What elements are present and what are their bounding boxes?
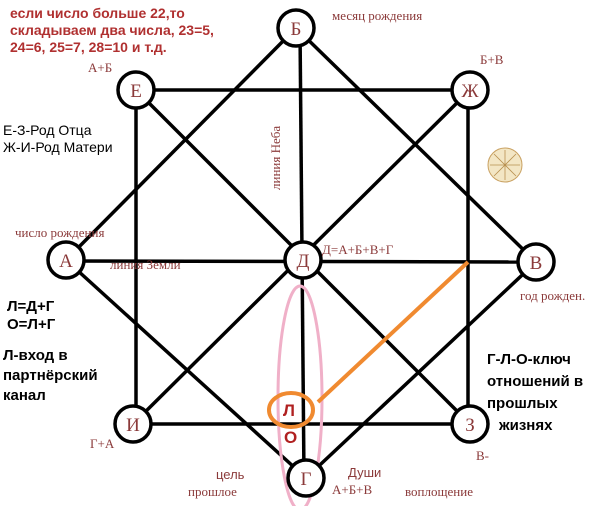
formulas: Л=Д+Г О=Л+Г bbox=[7, 298, 55, 334]
node-i: И bbox=[113, 404, 153, 444]
node-circle bbox=[276, 8, 316, 48]
node-circle bbox=[286, 458, 326, 498]
node-circle bbox=[113, 404, 153, 444]
label-embodiment: воплощение bbox=[405, 484, 473, 499]
node-circle bbox=[283, 240, 323, 280]
note-line: 24=6, 25=7, 28=10 и т.д. bbox=[10, 39, 167, 55]
node-v: В bbox=[516, 242, 556, 282]
legend-father: Е-З-Род Отца bbox=[3, 122, 92, 138]
line-v-g bbox=[304, 260, 538, 480]
logo bbox=[487, 147, 523, 183]
label-month: месяц рождения bbox=[332, 8, 423, 23]
node-z: З bbox=[450, 404, 490, 444]
node-d: Д bbox=[283, 240, 323, 280]
line-b-a bbox=[64, 26, 298, 262]
label-b-plus-v: Б+В bbox=[480, 52, 504, 67]
key-note: Г-Л-О-ключ отношений в прошлых жизнях bbox=[487, 349, 583, 437]
note-line: партнёрский bbox=[3, 367, 98, 384]
label-goal: цель bbox=[216, 467, 245, 482]
label-g-plus-a: Г+А bbox=[90, 436, 115, 451]
label-l: Л bbox=[283, 401, 295, 420]
node-letter: Г bbox=[301, 469, 312, 490]
node-circle bbox=[46, 240, 86, 280]
node-letter: А bbox=[59, 251, 73, 272]
node-b: Б bbox=[276, 8, 316, 48]
node-letter: Е bbox=[130, 81, 142, 102]
note-line: канал bbox=[3, 387, 46, 404]
formula-o: О=Л+Г bbox=[7, 316, 56, 333]
rule-note: если число больше 22,то складываем два ч… bbox=[10, 5, 214, 56]
note-line: Л-вход в bbox=[3, 347, 68, 364]
label-earth-line: линия Земли bbox=[110, 257, 181, 272]
node-circle bbox=[450, 70, 490, 110]
note-line: складываем два числа, 23=5, bbox=[10, 22, 214, 38]
label-d-formula: Д=А+Б+В+Г bbox=[322, 242, 394, 257]
label-sky-line: линия Неба bbox=[268, 125, 283, 190]
node-letter: З bbox=[465, 415, 475, 436]
node-zh: Ж bbox=[450, 70, 490, 110]
note-line: Г-Л-О-ключ bbox=[487, 351, 571, 368]
label-birth-year: год рожден. bbox=[520, 288, 586, 303]
node-letter: В bbox=[530, 253, 543, 274]
label-v-minus: В- bbox=[476, 448, 489, 463]
label-birth-number: число рождения bbox=[15, 225, 105, 240]
node-letter: Ж bbox=[461, 81, 479, 102]
legend-mother: Ж-И-Род Матери bbox=[3, 139, 113, 155]
node-circle bbox=[116, 70, 156, 110]
label-a-b-v: А+Б+В bbox=[332, 482, 373, 497]
node-e: Е bbox=[116, 70, 156, 110]
node-g: Г bbox=[286, 458, 326, 498]
note-line: отношений в bbox=[487, 373, 584, 390]
note-line: если число больше 22,то bbox=[10, 5, 185, 21]
note-line: прошлых bbox=[487, 395, 558, 412]
orange-line bbox=[316, 260, 470, 404]
node-letter: Б bbox=[291, 19, 302, 40]
node-circle bbox=[516, 242, 556, 282]
formula-l: Л=Д+Г bbox=[7, 298, 55, 315]
line-a-g bbox=[64, 258, 308, 480]
label-a-plus-b: А+Б bbox=[88, 60, 113, 75]
node-letter: Д bbox=[297, 251, 310, 272]
label-past: прошлое bbox=[188, 484, 237, 499]
note-line: жизнях bbox=[499, 417, 553, 434]
l-entry-note: Л-вход в партнёрский канал bbox=[3, 346, 98, 406]
node-letter: И bbox=[126, 415, 140, 436]
node-circle bbox=[450, 404, 490, 444]
node-a: А bbox=[46, 240, 86, 280]
label-o: О bbox=[284, 428, 298, 447]
orange-circle bbox=[267, 391, 315, 429]
label-souls: Души bbox=[348, 465, 382, 480]
